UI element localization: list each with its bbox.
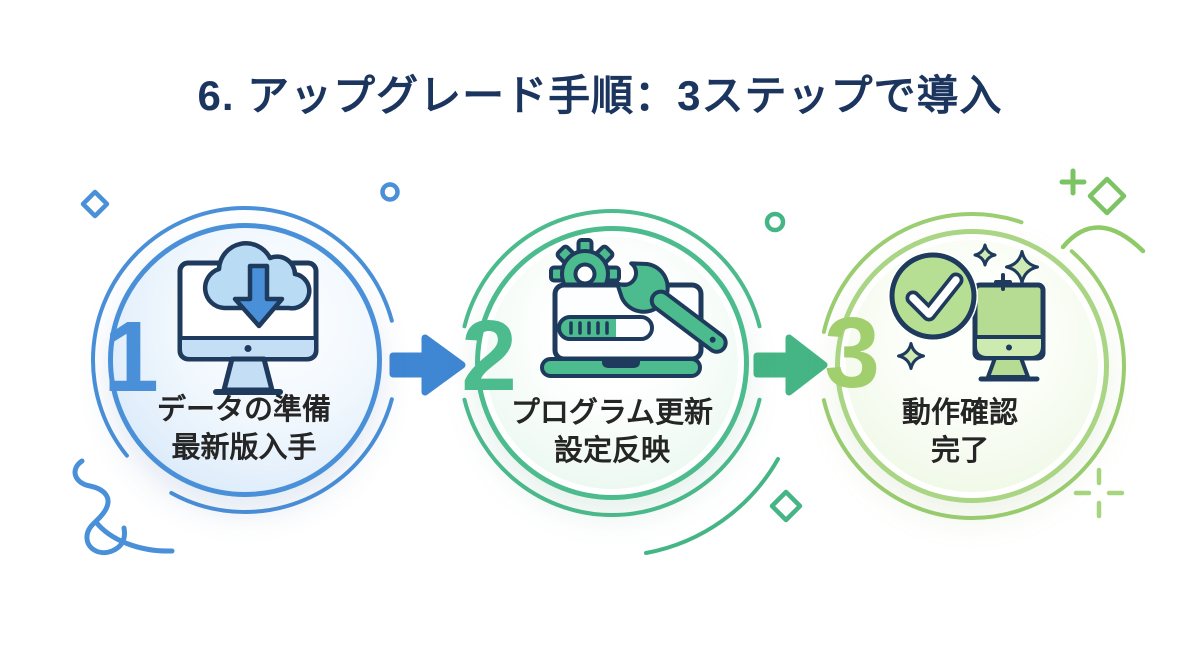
monitor-cloud-download-icon xyxy=(177,241,319,395)
monitor-checkmark-sparkles-icon xyxy=(888,235,1046,382)
arrow-step1-to-step2-icon xyxy=(389,334,466,396)
step1-label: データの準備 最新版入手 xyxy=(157,391,331,467)
green-plus-decoration xyxy=(1059,168,1087,196)
step3-label: 動作確認 完了 xyxy=(902,394,1018,470)
step3-outer-ring xyxy=(818,212,1126,520)
step2-number: 2 xyxy=(461,300,517,412)
step3-label-line2: 完了 xyxy=(930,435,990,467)
arrow-step2-to-step3-icon xyxy=(753,334,828,396)
green-diamond-decoration xyxy=(1087,176,1127,216)
blue-diamond-decoration xyxy=(80,189,110,219)
step1-number: 1 xyxy=(103,301,159,413)
step3-number: 3 xyxy=(824,297,880,409)
teal-dot-decoration xyxy=(764,211,786,233)
step1-outer-ring xyxy=(91,206,399,514)
step2-label: プログラム更新 設定反映 xyxy=(511,394,713,470)
green-wave-decoration xyxy=(1060,225,1146,254)
teal-arc-decoration xyxy=(644,457,780,555)
blue-dot-decoration xyxy=(380,182,400,202)
teal-diamond-decoration xyxy=(769,489,803,523)
step2-outer-ring xyxy=(458,209,766,517)
page-title: 6. アップグレード手順：3ステップで導入 xyxy=(197,72,1003,119)
step3-label-line1: 動作確認 xyxy=(901,397,1019,429)
laptop-gear-wrench-update-icon xyxy=(540,238,728,378)
step2-label-line2: 設定反映 xyxy=(553,435,671,467)
step1-label-line1: データの準備 xyxy=(156,394,332,426)
step1-label-line2: 最新版入手 xyxy=(171,432,317,464)
step2-label-line1: プログラム更新 xyxy=(510,397,714,429)
green-crosshair-plus-decoration xyxy=(1073,467,1125,519)
blue-squiggle-decoration xyxy=(72,458,175,556)
